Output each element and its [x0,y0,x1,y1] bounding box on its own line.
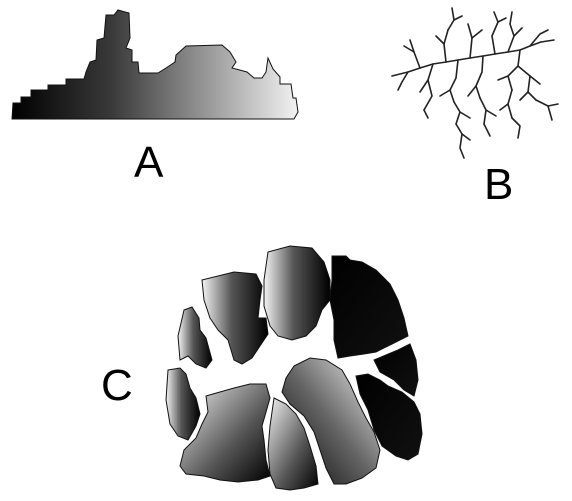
panel-a-label: A [134,141,163,185]
fragment-upper-right [330,256,408,358]
fragment-left-upper [178,307,212,368]
fragment-left-lower [166,368,200,440]
fragment-upper-left [202,272,268,364]
panel-a-shape [12,10,298,119]
panel-b-label: B [484,163,513,207]
fragment-upper-middle [264,246,330,340]
panel-c-fragments [166,246,422,490]
panel-b-network [392,8,558,158]
panel-c-label: C [101,364,133,408]
